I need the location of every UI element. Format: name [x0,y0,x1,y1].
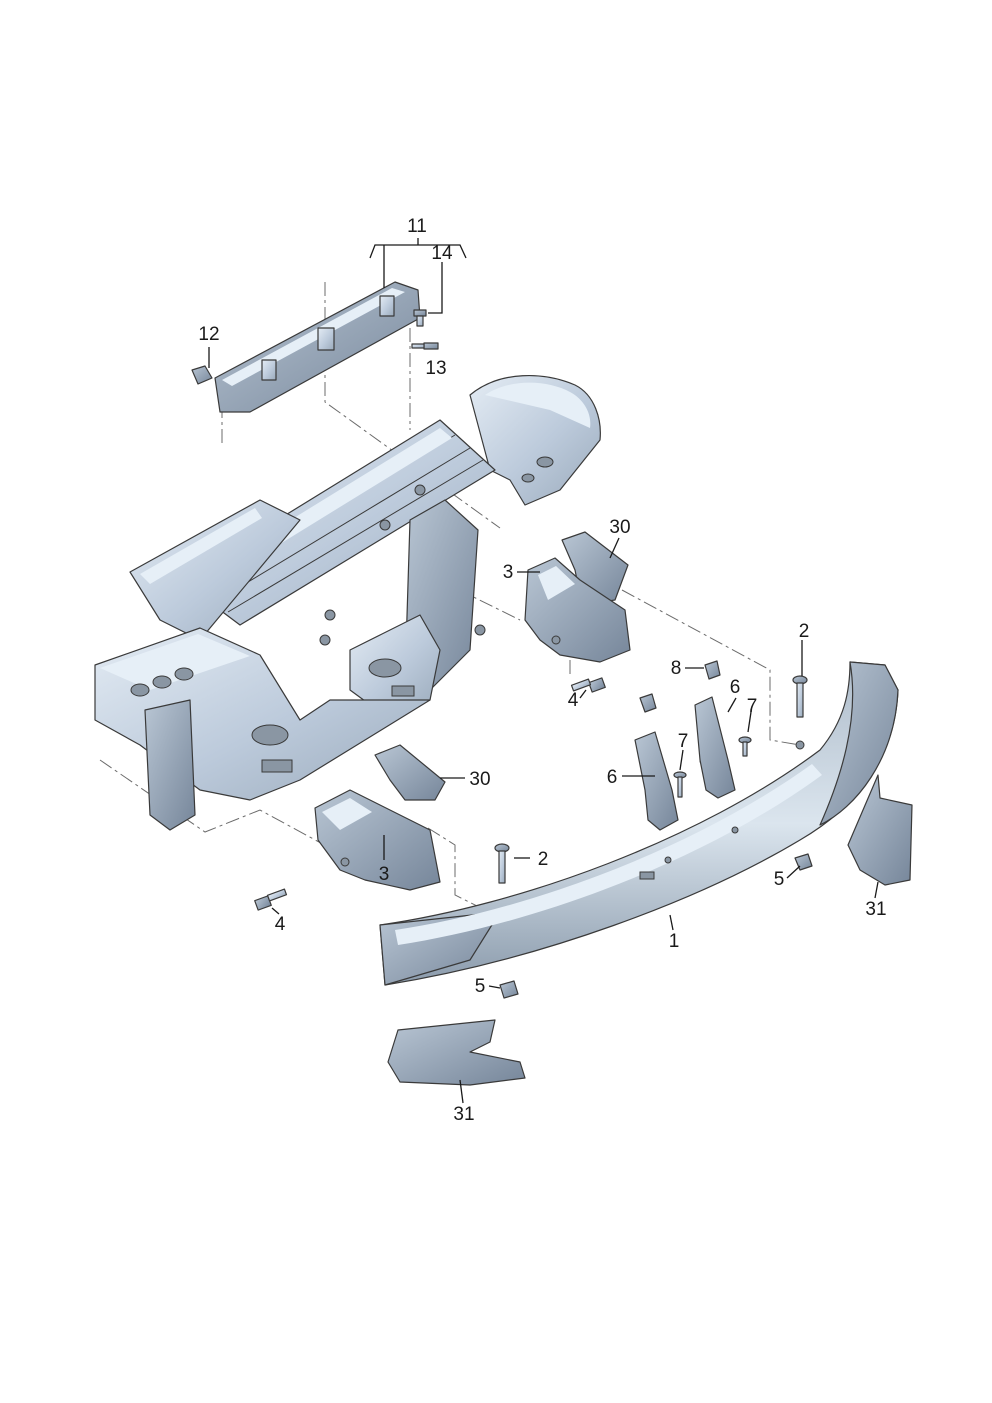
callout-30-lower: 30 [469,769,490,790]
lock-carrier-bar [214,281,421,413]
bracket-6-left [634,731,679,831]
plate-31-right [847,774,913,886]
bracket-3-upper [524,557,631,663]
clip-8-left [639,693,657,713]
callout-2-left: 2 [538,849,549,870]
bolt-2-left [494,843,510,884]
callout-3-upper: 3 [503,562,514,583]
screw-13 [411,342,439,350]
callout-7-right: 7 [747,696,758,717]
callout-4-upper: 4 [568,690,579,711]
bumper-beam [379,661,899,986]
screw-7-left [673,771,687,798]
plate-31-lower [387,1019,526,1086]
callout-30-upper: 30 [609,517,630,538]
callout-14: 14 [431,243,453,264]
callout-5-right: 5 [774,869,785,890]
clip-part [191,365,213,385]
callout-31-lower: 31 [453,1104,474,1125]
bolt-2-right [792,675,808,718]
callout-12: 12 [198,324,219,345]
callout-3-lower: 3 [379,864,390,885]
leader-lines [208,238,879,1104]
bolt-14 [413,309,427,327]
callout-13: 13 [425,358,446,379]
bolt-4-upper [570,677,606,693]
bracket-3-lower [314,789,441,891]
callout-5-left: 5 [475,976,486,997]
nut-5-left [499,980,519,999]
callout-7-left: 7 [678,731,689,752]
callout-4-lower: 4 [275,914,286,935]
bolt-4-lower [254,888,288,911]
screw-7-right [738,736,752,757]
clip-8-right [704,660,721,680]
callout-1: 1 [669,931,680,952]
cover-plate-30-lower [374,744,446,801]
front-body-frame [94,374,601,831]
callout-11: 11 [407,216,427,237]
callout-2-right: 2 [799,621,810,642]
callout-6-left: 6 [607,767,618,788]
callout-31-right: 31 [865,899,886,920]
bracket-6-right [694,696,736,799]
callout-6-right: 6 [730,677,741,698]
callout-labels: 11 14 12 13 30 3 2 8 6 4 7 7 6 30 2 3 5 … [198,216,886,1125]
callout-8: 8 [671,658,682,679]
